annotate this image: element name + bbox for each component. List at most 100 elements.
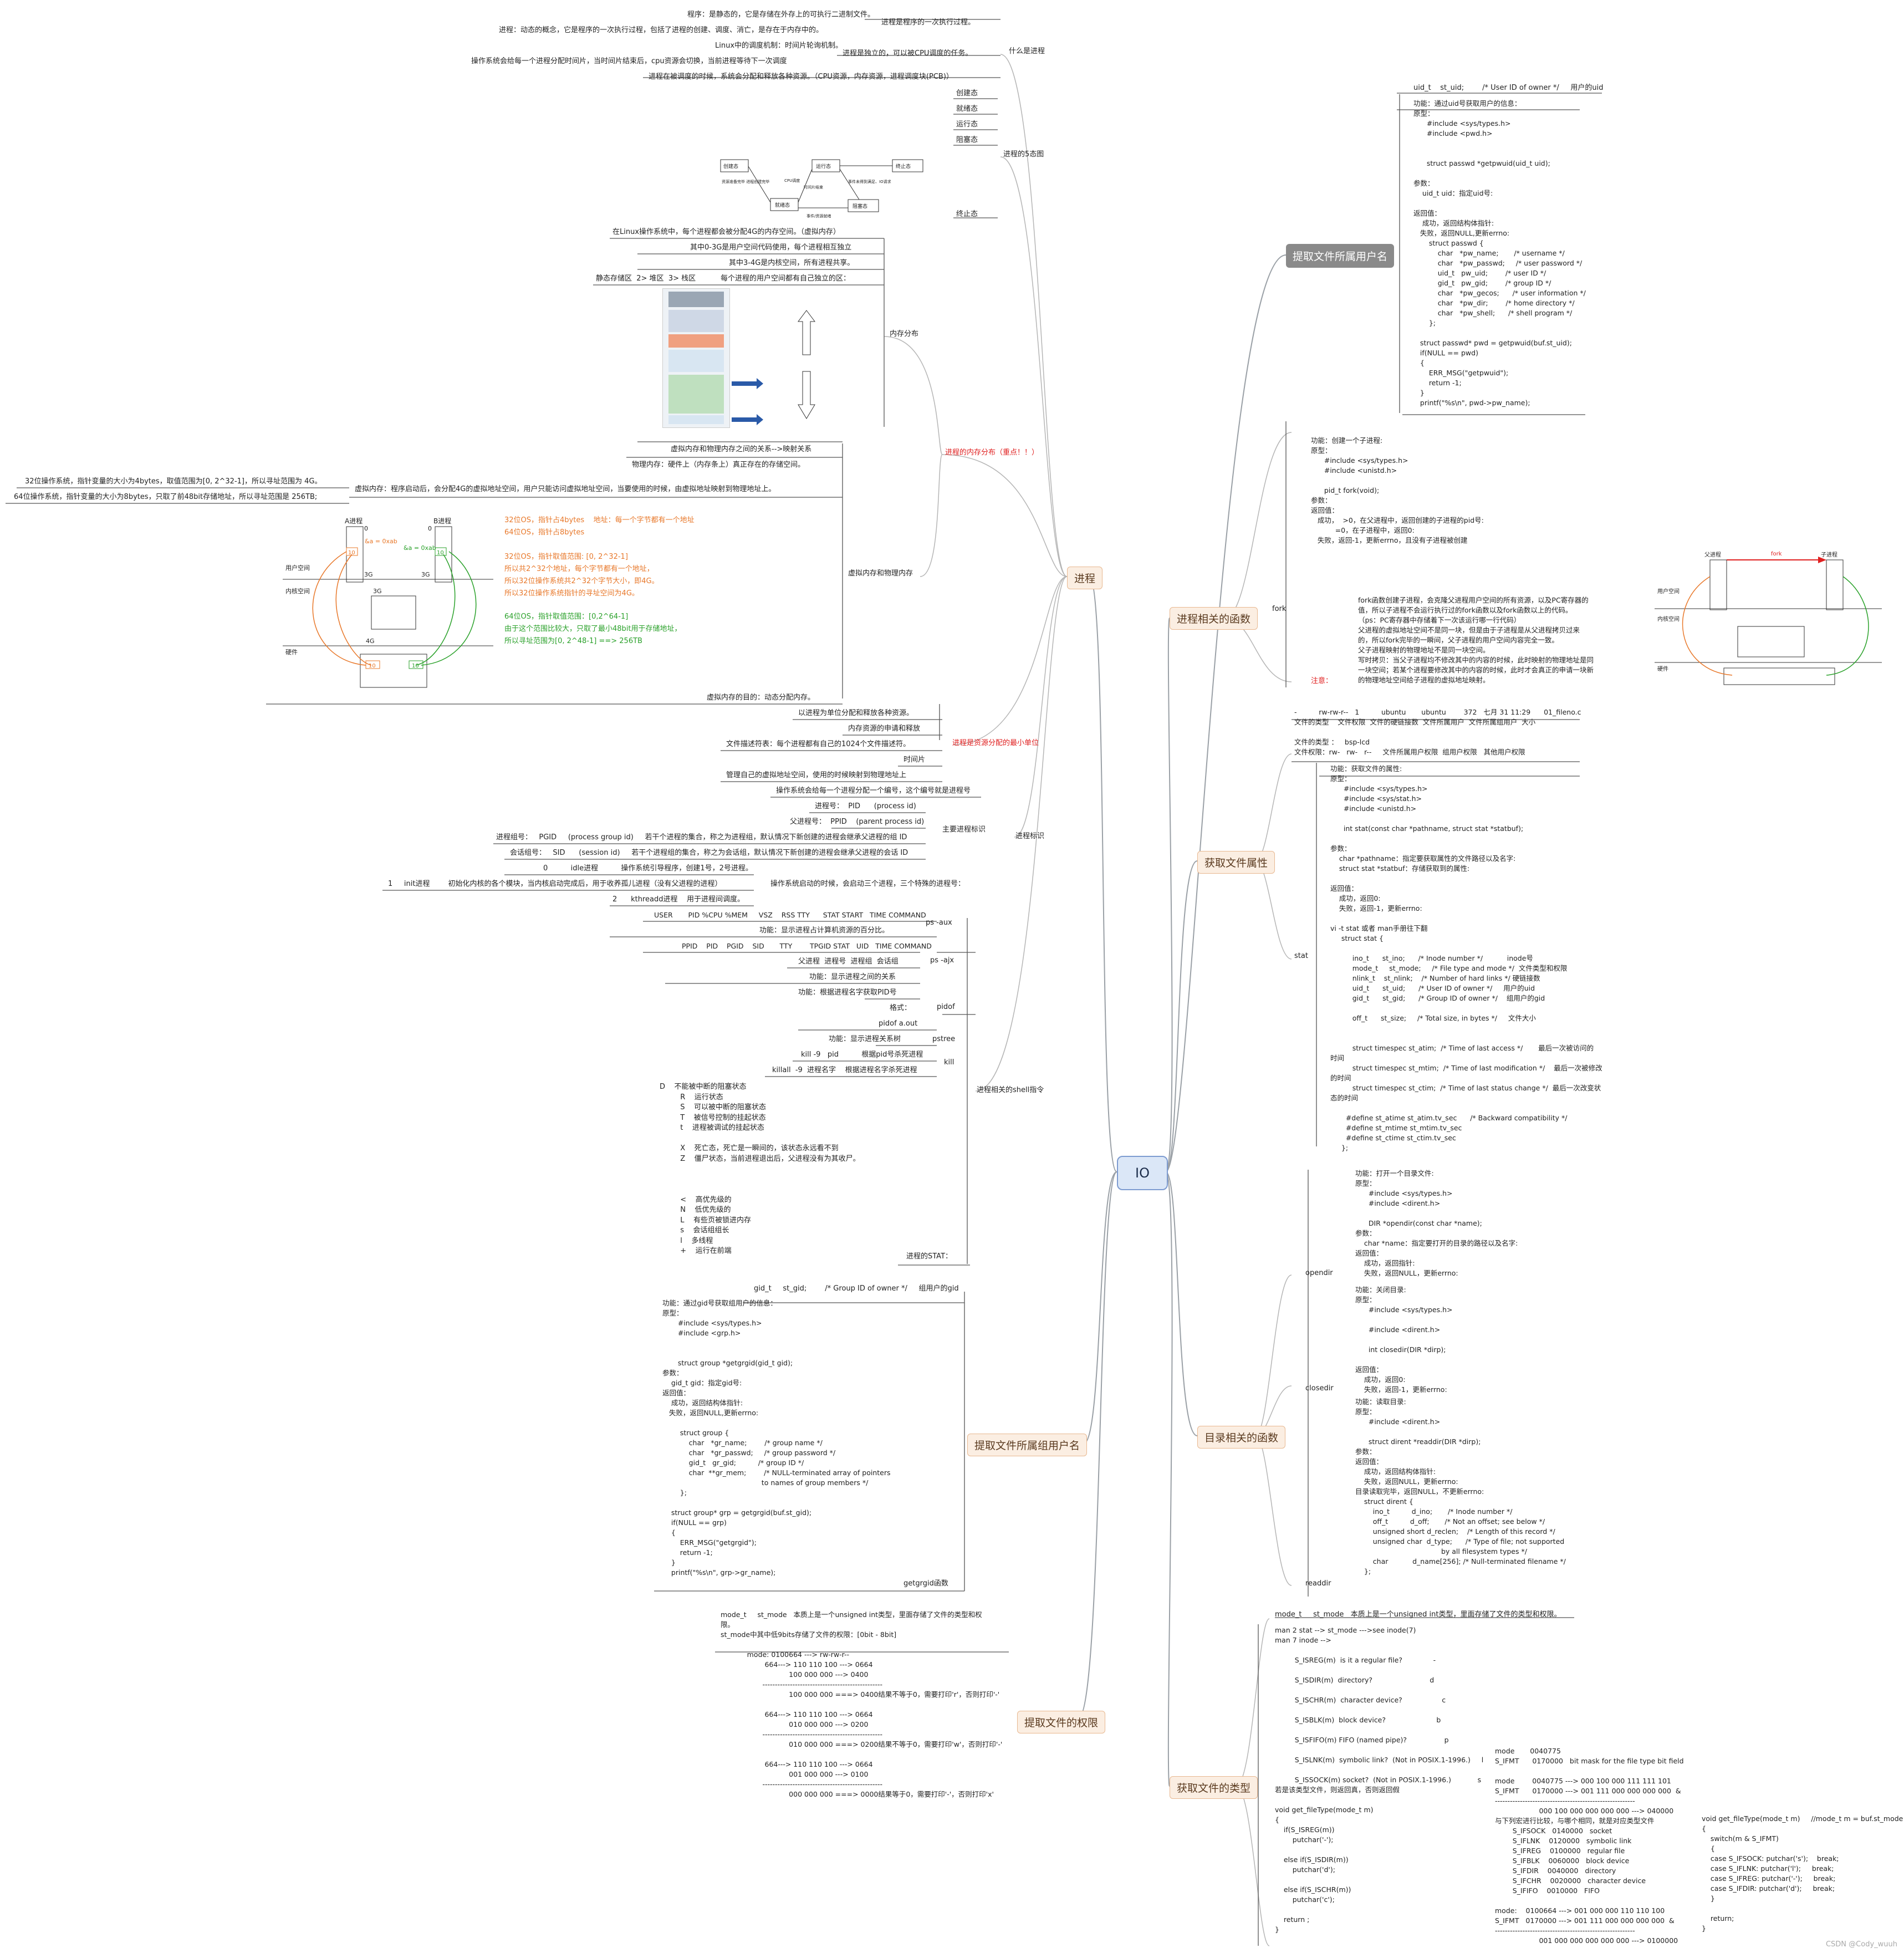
text-process-def: 进程：动态的概念，它是程序的一次执行过程，包括了进程的创建、调度、消亡，是存在于… [499, 26, 824, 34]
fork-body: 功能：创建一个子进程: 原型： #include <sys/types.h> #… [1311, 436, 1484, 544]
branch-process[interactable]: 进程 [1067, 567, 1103, 589]
opendir-body: 功能：打开一个目录文件: 原型： #include <sys/types.h> … [1355, 1169, 1518, 1277]
pidof-fn: 功能：根据进程名字获取PID号 [798, 988, 897, 997]
vm-c1: 32位OS，指针占4bytes 地址：每一个字节都有一个地址 [504, 516, 695, 524]
fork-fig-label: fork [1771, 551, 1782, 557]
fig-term: 终止态 [896, 163, 911, 170]
fork-note: fork函数创建子进程，会克隆父进程用户空间的所有资源，以及PC寄存器的 值，所… [1358, 596, 1594, 684]
fig-hardware: 硬件 [285, 649, 298, 656]
readdir-body: 功能：读取目录: 原型： #include <dirent.h> struct … [1355, 1398, 1566, 1575]
unit-u2: 内存资源的申请和释放 [848, 725, 921, 733]
branch-file-attr[interactable]: 获取文件属性 [1197, 851, 1275, 874]
virtual-memory-figure: A进程 B进程 用户空间 内核空间 硬件 &a = 0xab &a = 0xab… [283, 517, 493, 688]
root-node[interactable]: IO [1117, 1156, 1168, 1190]
label-opendir: opendir [1305, 1269, 1333, 1277]
text-sched: Linux中的调度机制：时间片轮询机制。 [715, 42, 843, 50]
label-5-states: 进程的5态图 [1003, 150, 1044, 159]
fig-3g-c: 3G [373, 588, 382, 595]
ids-i8: 2 kthreadd进程 用于进程间调度。 [612, 895, 744, 904]
fig-e3: 时间片结束 [804, 185, 823, 190]
fig-e1: 资源准备完毕 进程创建完毕 [722, 179, 769, 184]
file-type-mask: mode 0040775 S_IFMT 0170000 bit mask for… [1495, 1747, 1684, 1945]
getpwuid-body: 功能：通过uid号获取用户的信息： 原型： #include <sys/type… [1413, 99, 1586, 407]
branch-user-name[interactable]: 提取文件所属用户名 [1286, 244, 1395, 268]
cmd-ps-aux: ps -aux [926, 919, 952, 927]
unit-u5: 管理自己的虚拟地址空间，使用的时候映射到物理地址上 [726, 771, 907, 779]
mem-l5: 静态存储区 2> 堆区 3> 栈区 [596, 274, 696, 283]
fig-10-a: 10 [348, 550, 355, 556]
vm-c2: 64位OS，指针占8bytes [504, 528, 585, 537]
fig-run: 运行态 [816, 163, 831, 170]
uid-line: uid_t st_uid; /* User ID of owner */ 用户的… [1413, 84, 1604, 92]
ps-ajx-cols: PPID PID PGID SID TTY TPGID STAT UID TIM… [682, 942, 932, 950]
pidof-ex: pidof a.out [879, 1019, 918, 1028]
branch-file-perm[interactable]: 提取文件的权限 [1017, 1711, 1106, 1733]
unit-u4: 时间片 [903, 756, 926, 764]
gid-line: gid_t st_gid; /* Group ID of owner */ 组用… [754, 1284, 959, 1293]
fork-fig-parent: 父进程 [1704, 552, 1721, 558]
label-what-is-process: 什么是进程 [1009, 47, 1045, 55]
text-program: 程序：是静态的，它是存储在外存上的可执行二进制文件。 [687, 11, 875, 19]
mem-l1: 在Linux操作系统中，每个进程都会被分配4G的内存空间。（虚拟内存） [612, 228, 840, 236]
fork-figure: 父进程 子进程 fork 用户空间 内核空间 硬件 [1655, 551, 1882, 685]
label-resource-unit: 进程是资源分配的最小单位 [952, 739, 1039, 747]
ids-i6: 0 idle进程 操作系统引导程序，创建1号，2号进程。 [543, 864, 753, 873]
vm-c6: 所以32位操作系统指针的寻址空间为4G。 [504, 589, 639, 598]
label-stat: 进程的STAT： [906, 1252, 953, 1261]
branch-dir-funcs[interactable]: 目录相关的函数 [1197, 1426, 1286, 1449]
vm-c5: 所以32位操作系统共2^32个字节大小，即4G。 [504, 577, 659, 585]
ids-i3: 父进程号： PPID (parent process id) [790, 818, 925, 826]
fig-4g: 4G [366, 638, 375, 645]
fig-0-b: 0 [428, 525, 432, 532]
getgrgid-fn: getgrgid函数 [903, 1579, 948, 1588]
label-main-ids: 主要进程标识 [942, 825, 986, 834]
label-stat-func: stat [1294, 952, 1308, 960]
getgrgid-body: 功能：通过gid号获取组用户的信息： 原型： #include <sys/typ… [662, 1299, 891, 1577]
branch-group-name[interactable]: 提取文件所属组用户名 [967, 1434, 1088, 1456]
ids-i2: 进程号： PID (process id) [815, 802, 916, 810]
ls-line: - rw-rw-r-- 1 ubuntu ubuntu 372 七月 31 11… [1294, 708, 1581, 726]
memory-layout-figure [662, 288, 730, 428]
cmd-ps-ajx: ps -ajx [930, 956, 954, 965]
ps-ajx-fn1: 父进程 进程号 进程组 会话组 [798, 957, 899, 966]
fork-fig-user: 用户空间 [1657, 588, 1680, 595]
label-closedir: closedir [1305, 1384, 1334, 1393]
fig-b-proc: B进程 [433, 517, 451, 525]
vm-c4: 所以共2^32个地址，每个字节都有一个地址， [504, 565, 654, 573]
vm-l1: 虚拟内存和物理内存之间的关系-->映射关系 [671, 445, 812, 453]
kill-2: killall -9 进程名字 根据进程名字杀死进程 [772, 1066, 917, 1074]
fig-aa-b: &a = 0xab [404, 544, 436, 552]
five-state-diagram: 创建态 就绪态 运行态 终止态 阻塞态 资源准备完毕 进程创建完毕 CPU调度 … [720, 159, 923, 218]
pstree-fn: 功能：显示进程关系树 [829, 1035, 901, 1043]
fig-block: 阻塞态 [853, 203, 867, 210]
branch-process-funcs[interactable]: 进程相关的函数 [1170, 607, 1258, 630]
label-mem-layout: 进程的内存分布（重点！！） [945, 448, 1039, 457]
vm-l6: 虚拟内存的目的：动态分配内存。 [707, 694, 815, 702]
fig-aa-a: &a = 0xab [365, 538, 397, 545]
fig-ready: 就绪态 [775, 202, 790, 208]
footer-watermark: CSDN @Cody_wuuh [1825, 1940, 1897, 1949]
fig-create: 创建态 [723, 163, 738, 170]
label-process-ids: 进程标识 [1015, 832, 1045, 840]
ids-i5: 会话组号： SID (session id) 若干个进程组的集合，称之为会话组，… [510, 849, 908, 857]
pidof-fmt: 格式： [890, 1004, 912, 1012]
vm-c7: 64位OS，指针取值范围：[0,2^64-1] [504, 613, 629, 621]
vm-l2: 物理内存：硬件上（内存条上）真正存在的存储空间。 [632, 461, 805, 469]
text-independent: 进程是独立的，可以被CPU调度的任务。 [843, 49, 973, 58]
ids-i7: 1 init进程 初始化内核的各个模块，当内核启动完成后，用于收养孤儿进程（没有… [388, 880, 722, 888]
cmd-pidof: pidof [937, 1003, 955, 1011]
vm-c3: 32位OS，指针取值范围: [0, 2^32-1] [504, 553, 628, 561]
file-type-switch: void get_fileType(mode_t m) //mode_t m =… [1702, 1814, 1903, 1932]
fig-e5: 事件未得到满足、IO请求 [848, 179, 891, 184]
text-alloc: 进程在被调度的时候，系统会分配和释放各种资源。（CPU资源，内存资源，进程调度块… [649, 73, 953, 81]
fig-a-proc: A进程 [345, 517, 363, 525]
fig-10-d: 10 [412, 663, 419, 669]
underlines-right [1275, 93, 1602, 1618]
ids-i1: 操作系统会给每一个进程分配一个编号，这个编号就是进程号 [776, 787, 971, 795]
branch-file-type[interactable]: 获取文件的类型 [1170, 1776, 1258, 1799]
state-ready: 就绪态 [956, 105, 978, 113]
unit-u3: 文件描述符表：每个进程都有自己的1024个文件描述符。 [726, 740, 911, 748]
state-block: 阻塞态 [956, 136, 978, 144]
ps-ajx-fn2: 功能：显示进程之间的关系 [809, 973, 896, 981]
ids-i9: 操作系统启动的时候，会启动三个进程，三个特殊的进程号： [770, 880, 966, 888]
